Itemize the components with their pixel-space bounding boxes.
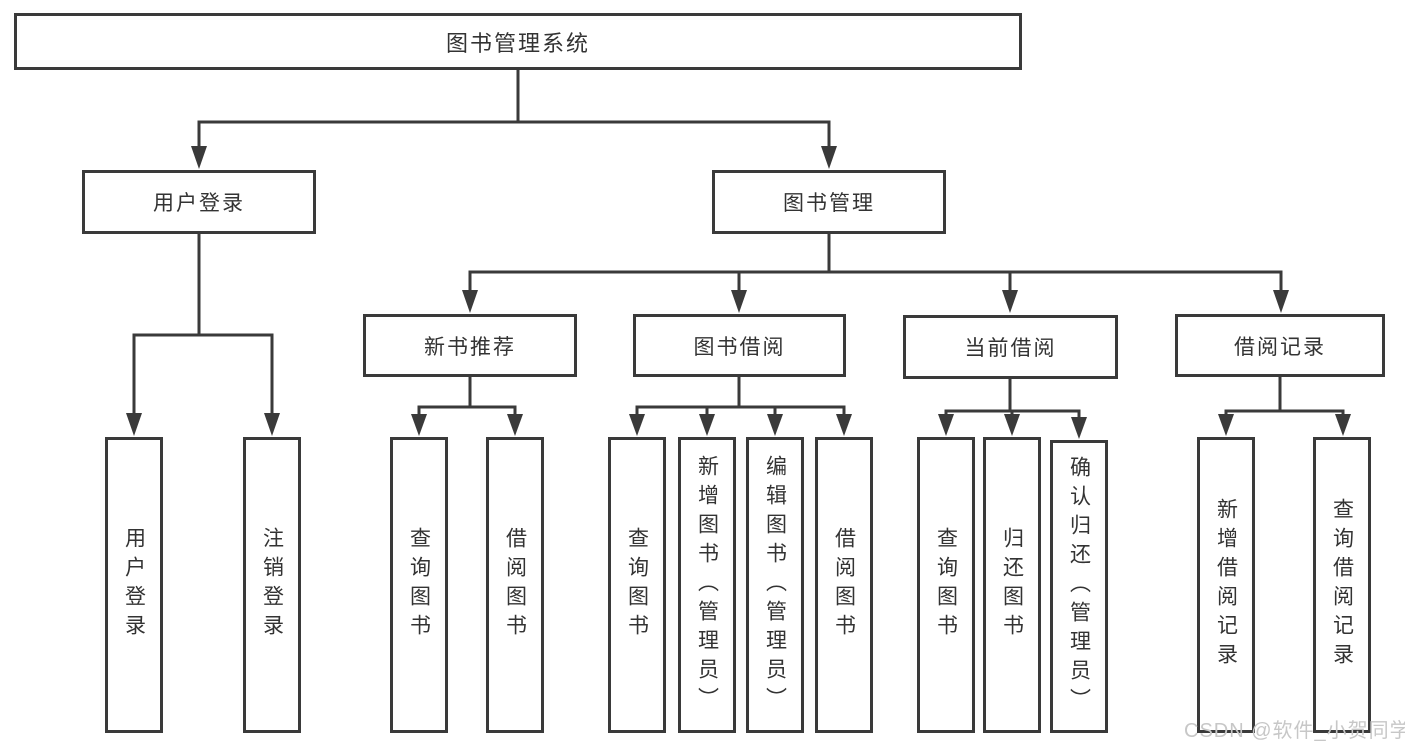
leaf-borrow-books: 借阅图书 [815,437,873,733]
leaf-logout-label: 注销登录 [260,527,284,643]
leaf-add-borrow-record: 新增借阅记录 [1197,437,1255,733]
leaf-edit-books-admin: 编辑图书（管理员） [746,437,804,733]
leaf-confirm-return-admin: 确认归还（管理员） [1050,440,1108,733]
leaf-confirm-return-admin-label: 确认归还（管理员） [1067,456,1091,717]
node-book-management: 图书管理 [712,170,946,234]
node-current-borrow-label: 当前借阅 [964,337,1057,360]
csdn-watermark: CSDN @软件_小贺同学 [1184,720,1405,742]
leaf-logout: 注销登录 [243,437,301,733]
node-borrow-records-label: 借阅记录 [1234,335,1326,359]
leaf-newbook-borrow-books-label: 借阅图书 [503,527,527,643]
node-book-borrow-label: 图书借阅 [693,335,786,359]
leaf-return-books: 归还图书 [983,437,1041,733]
node-book-management-label: 图书管理 [783,192,875,215]
leaf-query-borrow-record-label: 查询借阅记录 [1330,498,1354,672]
leaf-borrow-query-books: 查询图书 [608,437,666,733]
leaf-current-query-books: 查询图书 [917,437,975,733]
leaf-newbook-borrow-books: 借阅图书 [486,437,544,733]
leaf-add-books-admin-label: 新增图书（管理员） [695,454,719,716]
leaf-newbook-query-books-label: 查询图书 [407,527,431,643]
node-new-book-recommend: 新书推荐 [363,314,577,377]
leaf-add-books-admin: 新增图书（管理员） [678,437,736,733]
node-root-label: 图书管理系统 [445,30,590,56]
leaf-user-login-label: 用户登录 [122,527,146,643]
leaf-newbook-query-books: 查询图书 [390,437,448,733]
node-borrow-records: 借阅记录 [1175,314,1385,377]
leaf-edit-books-admin-label: 编辑图书（管理员） [763,454,787,716]
node-user-login: 用户登录 [82,170,316,234]
leaf-borrow-query-books-label: 查询图书 [625,527,649,643]
leaf-query-borrow-record: 查询借阅记录 [1313,437,1371,733]
leaf-add-borrow-record-label: 新增借阅记录 [1214,498,1238,672]
node-current-borrow: 当前借阅 [903,315,1118,379]
leaf-return-books-label: 归还图书 [1000,527,1024,643]
node-root: 图书管理系统 [14,13,1022,70]
node-user-login-label: 用户登录 [153,192,245,215]
node-new-book-recommend-label: 新书推荐 [424,335,516,359]
leaf-user-login: 用户登录 [105,437,163,733]
node-book-borrow: 图书借阅 [633,314,846,377]
leaf-current-query-books-label: 查询图书 [934,527,958,643]
leaf-borrow-books-label: 借阅图书 [832,527,856,643]
